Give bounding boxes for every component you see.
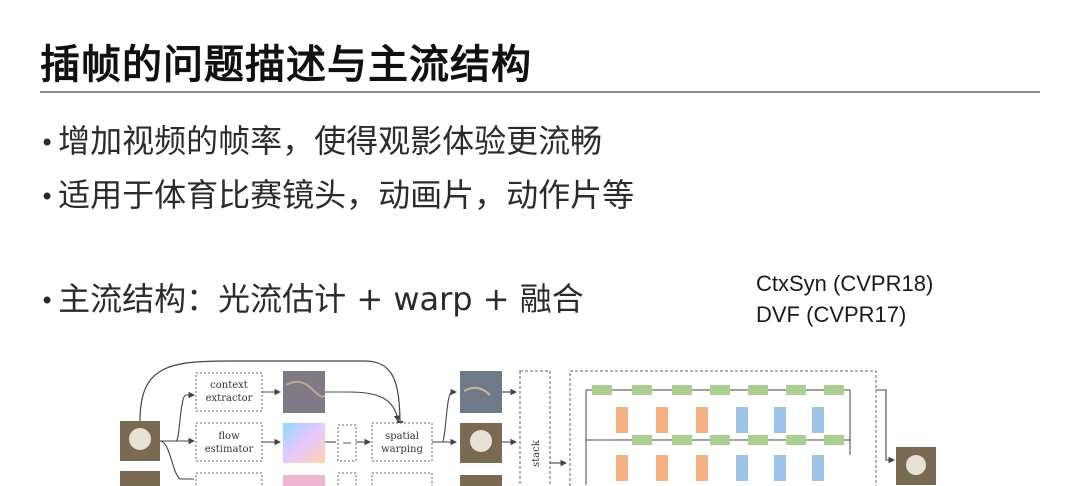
grid-block-green bbox=[786, 385, 806, 395]
spatial-warping-box-2 bbox=[371, 472, 433, 486]
grid-block-green bbox=[710, 385, 730, 395]
input-frame-2 bbox=[120, 471, 160, 486]
title-divider bbox=[40, 91, 1040, 93]
arrow-branch-lower bbox=[159, 440, 194, 480]
grid-block-orange bbox=[696, 407, 708, 433]
grid-block-green bbox=[672, 435, 692, 445]
grid-block-green bbox=[748, 435, 768, 445]
grid-block-blue bbox=[774, 455, 786, 481]
references: CtxSyn (CVPR18) DVF (CVPR17) bbox=[756, 268, 933, 330]
grid-block-green bbox=[632, 435, 652, 445]
bullet-frame-rate: •增加视频的帧率，使得观影体验更流畅 bbox=[40, 116, 602, 162]
lower-branch-box bbox=[195, 472, 263, 486]
grid-block-green bbox=[632, 385, 652, 395]
arrow-context-into-warp bbox=[349, 391, 401, 423]
grid-block-orange bbox=[696, 455, 708, 481]
grid-network bbox=[585, 385, 851, 485]
grid-block-green bbox=[592, 385, 612, 395]
arrow-grid-to-output bbox=[876, 389, 896, 464]
grid-block-blue bbox=[812, 455, 824, 481]
bullet-dot: • bbox=[40, 129, 55, 157]
spatial-warping-label-2: warping bbox=[381, 444, 423, 455]
grid-block-orange bbox=[616, 407, 628, 433]
grid-block-orange bbox=[656, 407, 668, 433]
flow-estimator-label-1: flow bbox=[218, 431, 240, 442]
grid-block-green bbox=[748, 385, 768, 395]
skip-connection-arrow bbox=[139, 360, 404, 429]
context-feature-map bbox=[283, 371, 325, 413]
warped-context bbox=[460, 371, 502, 413]
stack-box bbox=[519, 370, 551, 486]
reference-dvf: DVF (CVPR17) bbox=[756, 302, 907, 327]
bullet-text: 增加视频的帧率，使得观影体验更流畅 bbox=[58, 122, 603, 160]
optical-flow-map bbox=[283, 423, 325, 463]
warped-context-texture bbox=[463, 386, 491, 396]
bullet-use-cases: •适用于体育比赛镜头，动画片，动作片等 bbox=[40, 170, 634, 216]
grid-block-orange bbox=[616, 455, 628, 481]
slide-title: 插帧的问题描述与主流结构 bbox=[40, 42, 532, 88]
grid-block-green bbox=[672, 385, 692, 395]
context-extractor-label-1: context bbox=[210, 380, 248, 391]
grid-block-green bbox=[824, 435, 844, 445]
output-frame-subject bbox=[906, 455, 926, 475]
grid-block-green bbox=[786, 435, 806, 445]
flow-estimator-label-2: estimator bbox=[205, 444, 254, 455]
optical-flow-map-2 bbox=[283, 475, 325, 486]
bullet-mainstream-structure: •主流结构：光流估计 + warp + 融合 bbox=[40, 274, 584, 320]
reference-ctxsyn: CtxSyn (CVPR18) bbox=[756, 271, 934, 296]
input-frame-1-subject bbox=[129, 428, 151, 450]
context-extractor-box bbox=[195, 372, 263, 412]
grid-block-green bbox=[824, 385, 844, 395]
bullet-dot: • bbox=[40, 287, 55, 315]
warped-frame-subject bbox=[470, 430, 492, 452]
context-feature-texture bbox=[285, 380, 325, 398]
arrow-to-context bbox=[160, 391, 196, 442]
warped-frame-2 bbox=[460, 475, 502, 486]
grid-block-blue bbox=[736, 455, 748, 481]
bullet-text: 适用于体育比赛镜头，动画片，动作片等 bbox=[58, 176, 635, 214]
context-extractor-label-2: extractor bbox=[206, 393, 253, 404]
bullet-dot: • bbox=[40, 183, 55, 211]
grid-block-blue bbox=[736, 407, 748, 433]
spatial-warping-label-1: spatial bbox=[385, 431, 419, 442]
spatial-warping-box bbox=[371, 422, 433, 462]
flow-estimator-box bbox=[195, 422, 263, 462]
bullet-text: 主流结构：光流估计 + warp + 融合 bbox=[58, 280, 584, 318]
stack-label: stack bbox=[531, 439, 542, 467]
architecture-diagram: context extractor flow estimator spatial… bbox=[120, 360, 936, 486]
grid-block-blue bbox=[812, 407, 824, 433]
grid-block-blue bbox=[774, 407, 786, 433]
arrow-warp-to-context-out bbox=[432, 388, 458, 443]
time-scale-box-2 bbox=[337, 472, 357, 486]
grid-block-green bbox=[710, 435, 730, 445]
grid-block-orange bbox=[656, 455, 668, 481]
